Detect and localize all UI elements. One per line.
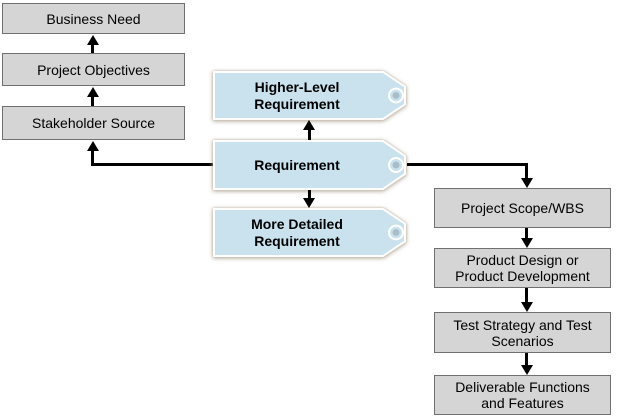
grommet-icon [388, 224, 406, 241]
arrow-scope-to-design-head [521, 238, 533, 248]
arrow-design-to-test-head [521, 302, 533, 312]
box-label-line2: Product Development [455, 268, 590, 284]
arrow-requirement-to-higher-level-shaft [308, 130, 311, 140]
box-label: Business Need [46, 10, 141, 27]
box-business-need: Business Need [2, 3, 185, 34]
arrow-objectives-to-business-need-shaft [91, 45, 94, 53]
box-project-objectives: Project Objectives [2, 53, 185, 86]
arrow-objectives-to-business-need-head [87, 35, 99, 45]
box-label: Project Objectives [37, 61, 150, 78]
tag-label-line1: Requirement [254, 156, 340, 173]
connector-requirement-to-stakeholder-horizontal [91, 163, 213, 166]
box-label: Stakeholder Source [32, 115, 155, 131]
tag-shape-icon [213, 140, 406, 190]
tag-label-line2: Requirement [254, 232, 340, 249]
tag-outline [213, 140, 406, 190]
connector-requirement-to-scope-horizontal [407, 163, 528, 166]
box-stakeholder-source: Stakeholder Source [2, 106, 185, 140]
tag-label-line2: Requirement [254, 95, 340, 112]
box-label-line2: and Features [481, 395, 564, 411]
arrow-design-to-test-shaft [525, 288, 528, 302]
arrow-stakeholder-to-objectives-head [87, 87, 99, 97]
tag-outline [213, 71, 406, 120]
grommet-icon [388, 87, 406, 104]
grommet-icon [388, 157, 406, 173]
box-label: Product Design or [466, 252, 579, 268]
connector-requirement-to-stakeholder-head [87, 141, 99, 151]
tag-outline [213, 208, 406, 257]
box-label-line2: Scenarios [491, 332, 554, 349]
box-label: Deliverable Functions [455, 379, 590, 395]
arrow-stakeholder-to-objectives-shaft [91, 97, 94, 106]
tag-label-line1: More Detailed [251, 215, 343, 232]
connector-requirement-to-stakeholder-vertical [91, 151, 94, 166]
arrow-requirement-to-higher-level-head [303, 120, 315, 130]
connector-requirement-to-scope-vertical [525, 163, 528, 178]
tag-label-line1: Higher-Level [254, 78, 340, 95]
arrow-requirement-to-more-detailed-head [303, 198, 315, 208]
arrow-test-to-deliverable-head [521, 365, 533, 375]
tag-requirement: Requirement [213, 140, 407, 190]
tag-label: Requirement [213, 140, 407, 190]
box-label: Test Strategy and Test [453, 316, 592, 333]
box-label: Project Scope/WBS [461, 200, 584, 216]
box-project-scope-wbs: Project Scope/WBS [434, 188, 611, 228]
tag-shape-icon [213, 208, 406, 257]
tag-shape-icon [213, 71, 406, 120]
arrow-test-to-deliverable-shaft [525, 353, 528, 365]
arrow-scope-to-design-shaft [525, 228, 528, 238]
connector-requirement-to-scope-head [521, 178, 533, 188]
arrow-requirement-to-more-detailed-shaft [308, 190, 311, 198]
